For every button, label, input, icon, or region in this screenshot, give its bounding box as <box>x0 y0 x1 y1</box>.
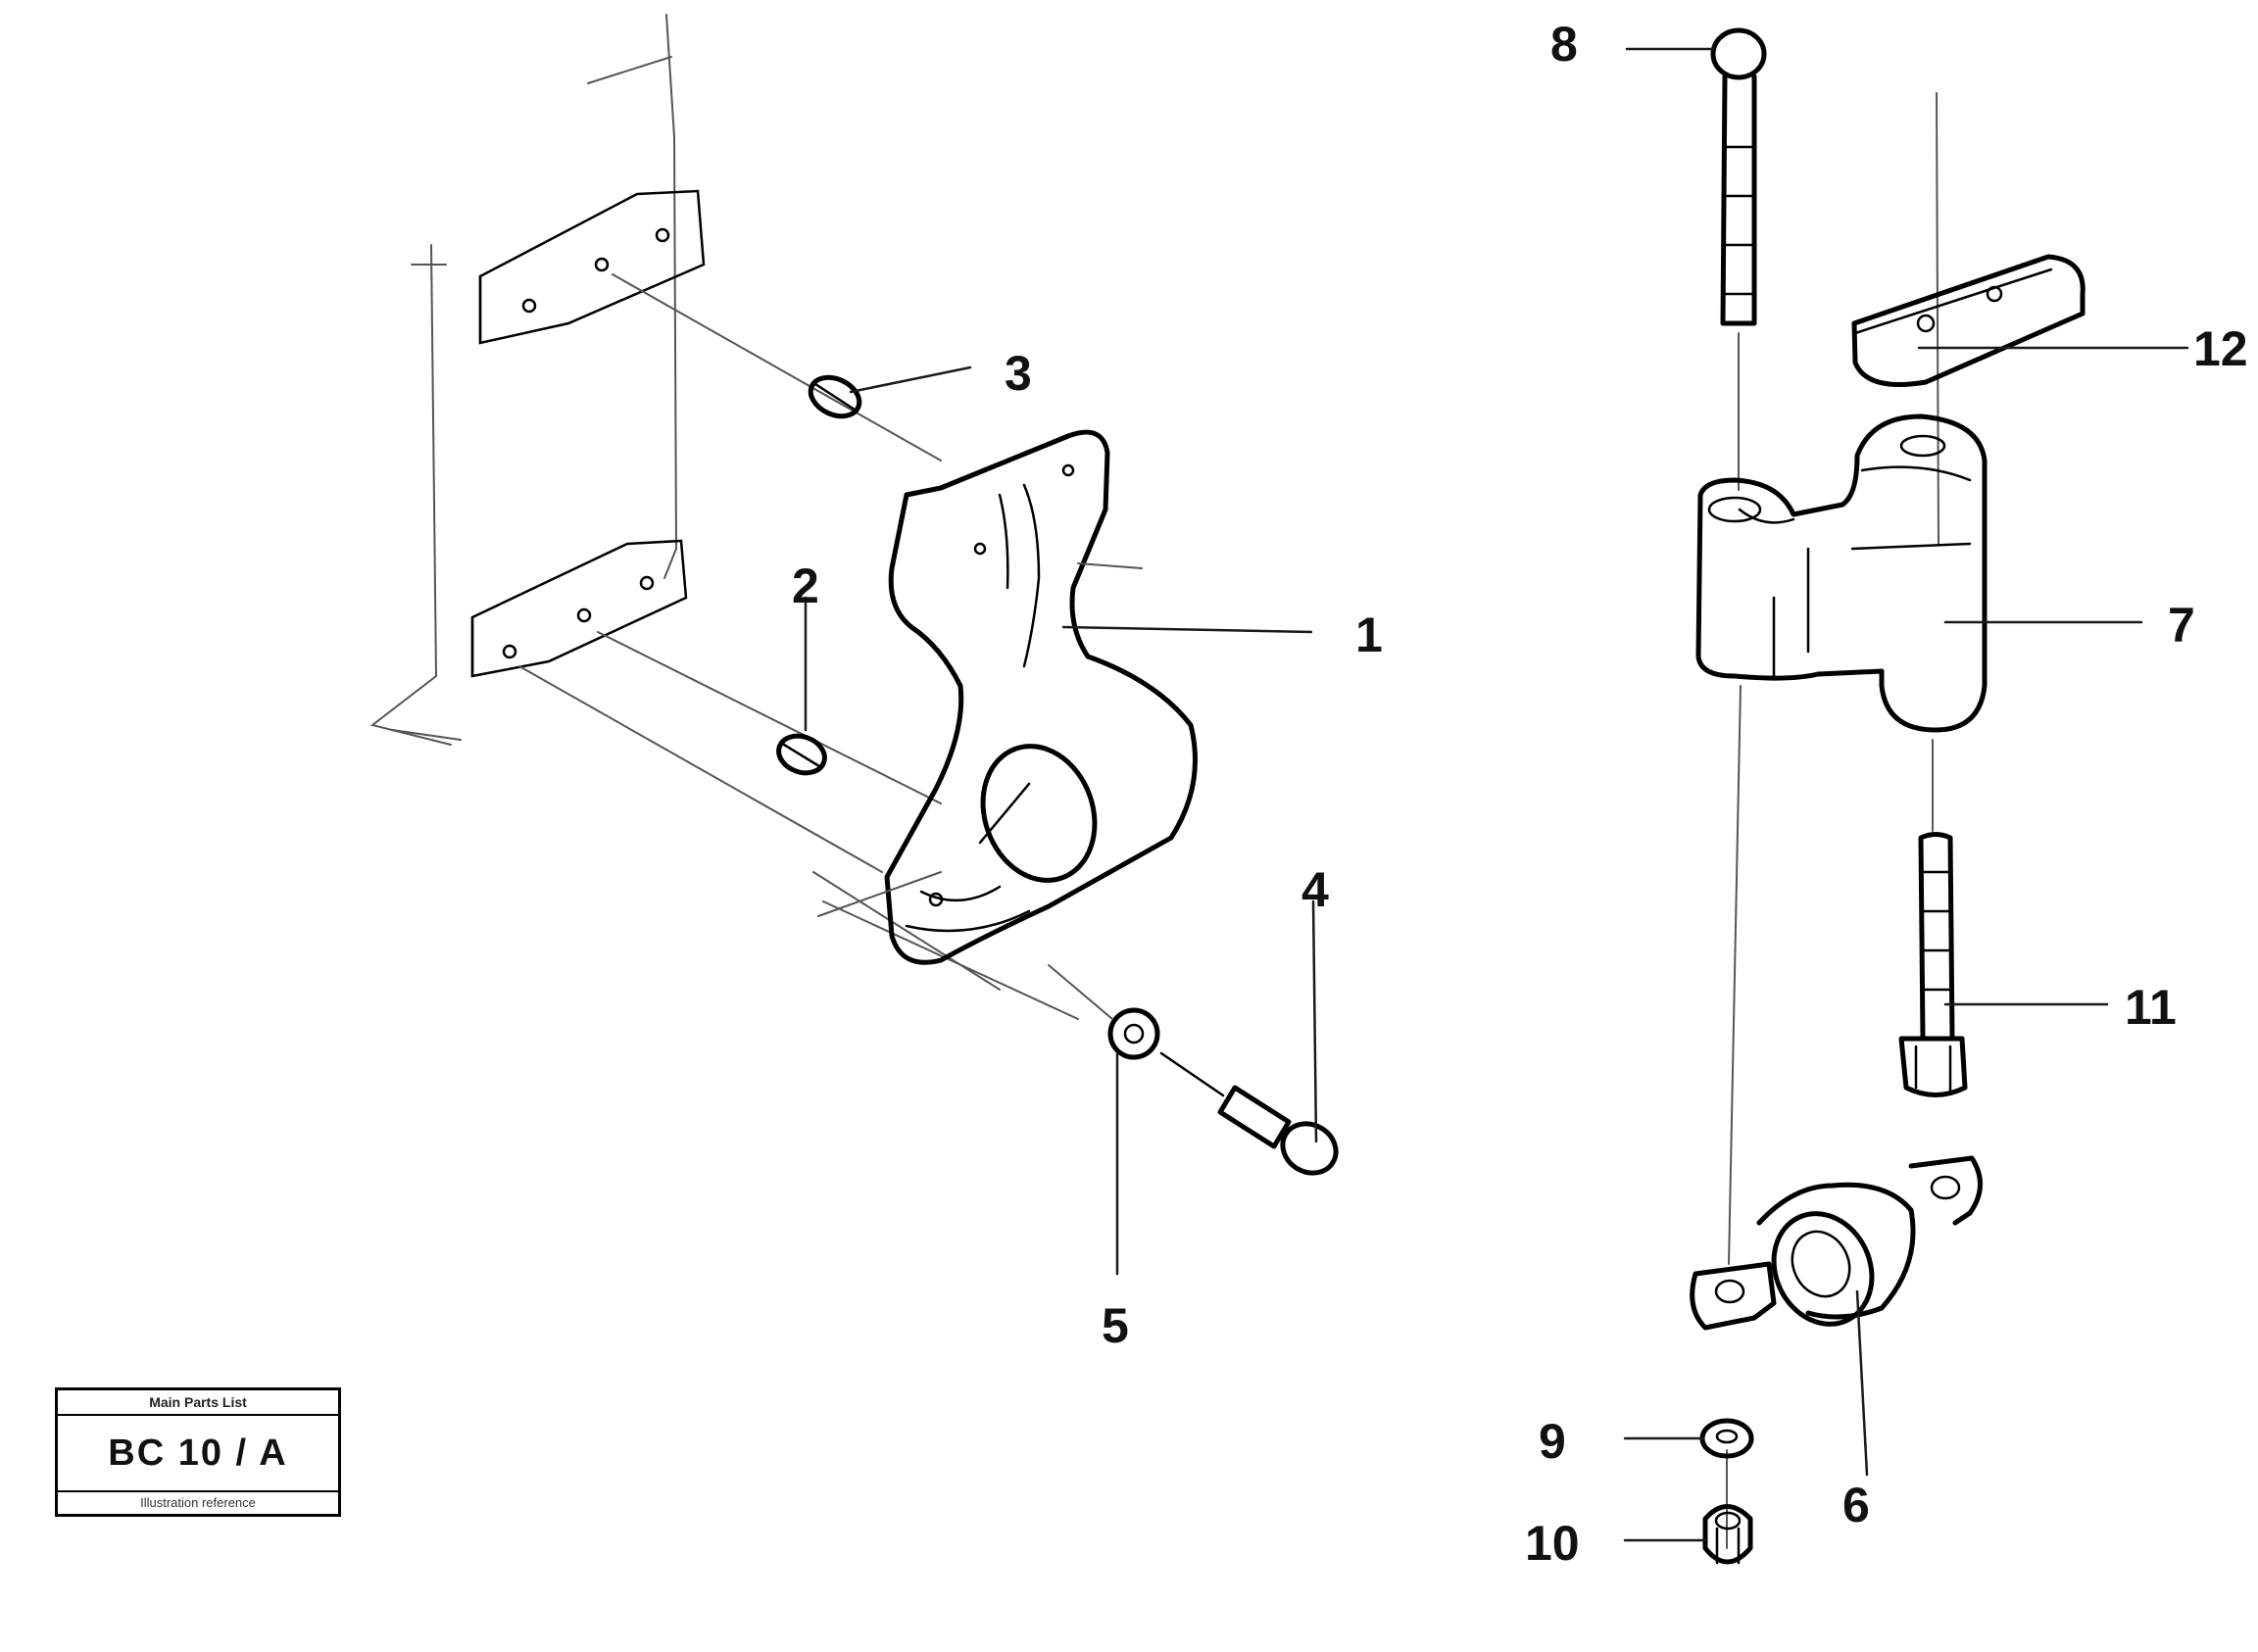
callout-3: 3 <box>1005 346 1032 401</box>
callout-9: 9 <box>1539 1414 1566 1469</box>
callout-1: 1 <box>1355 607 1383 662</box>
callout-2: 2 <box>792 559 819 613</box>
callout-11: 11 <box>2125 980 2177 1035</box>
rubber-mount-part-6 <box>1690 1155 1983 1331</box>
callout-7: 7 <box>2168 598 2195 653</box>
spacer-part-3 <box>808 374 862 419</box>
callout-12: 12 <box>2193 321 2248 376</box>
bolt-part-4 <box>1159 1051 1339 1176</box>
long-bolt-part-8 <box>1710 27 1767 491</box>
callout-6: 6 <box>1842 1478 1870 1532</box>
nut-part-10 <box>1702 1504 1753 1565</box>
callout-10: 10 <box>1525 1516 1580 1571</box>
reference-box-code: BC 10 / A <box>108 1433 288 1474</box>
washer-part-5 <box>1107 1007 1160 1060</box>
leader-lines <box>804 47 2189 1542</box>
callout-5: 5 <box>1102 1298 1129 1353</box>
plate-part-12 <box>1851 254 2086 387</box>
callout-8: 8 <box>1550 17 1578 72</box>
callout-4: 4 <box>1301 862 1329 917</box>
clamp-block-part-7 <box>1695 413 1988 733</box>
reference-box: Main Parts List BC 10 / A Illustration r… <box>55 1387 341 1517</box>
bolt-part-11 <box>1898 832 1968 1097</box>
reference-box-footer: Illustration reference <box>58 1490 338 1514</box>
spacer-part-2 <box>776 733 827 776</box>
reference-box-header: Main Parts List <box>58 1390 338 1416</box>
frame-mounting-plate <box>369 14 706 746</box>
bracket-part-1 <box>817 429 1198 965</box>
